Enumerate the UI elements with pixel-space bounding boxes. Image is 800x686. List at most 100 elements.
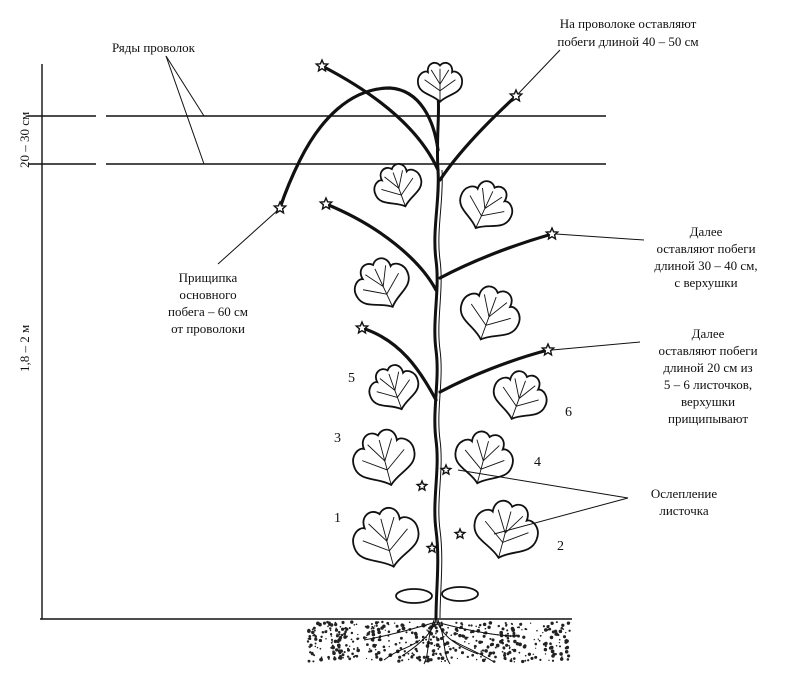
soil-grain [568, 629, 571, 632]
soil-grain [549, 642, 552, 646]
soil-grain [401, 659, 404, 662]
leaf-numbers: 1 2 3 4 5 6 [334, 371, 572, 554]
leaf-left-2 [353, 257, 410, 308]
soil-grain [539, 658, 542, 662]
soil-grain [370, 627, 373, 630]
soil-grain [427, 655, 430, 658]
soil-grain [388, 645, 390, 648]
soil-grain [376, 627, 381, 632]
leaf-upper-right-1 [459, 180, 514, 230]
soil-grain [527, 652, 532, 656]
soil-grain [346, 635, 348, 638]
soil-grain [410, 655, 414, 659]
leaf-vein-upper-right [382, 265, 387, 287]
soil-grain [497, 624, 500, 628]
soil-grain [512, 648, 517, 653]
soil-grain [468, 642, 470, 645]
label-mid-right-1: Далее [690, 224, 723, 239]
soil-grain [512, 631, 516, 635]
leaf-vein-upper-right [488, 302, 508, 318]
leaves [352, 61, 548, 568]
soil-grain [484, 627, 487, 630]
soil-grain [503, 653, 507, 657]
soil-grain [357, 633, 359, 636]
leaf-number-5: 5 [348, 371, 355, 386]
soil-grain [352, 655, 356, 658]
soil-grain [467, 636, 469, 639]
soil-grain [546, 628, 549, 631]
soil-grain [561, 655, 563, 657]
leaf-vein-upper-left [368, 523, 388, 542]
leaf-vein-left [381, 189, 402, 196]
soil-grain [345, 644, 348, 647]
soil-grain [445, 641, 450, 645]
soil-grain [419, 656, 421, 659]
soil-grain [455, 621, 458, 624]
soil-grain [564, 646, 568, 650]
soil-grain [314, 635, 317, 638]
soil-grain [435, 636, 438, 639]
soil-grain [405, 641, 407, 644]
shoot-upper-left [324, 202, 438, 292]
soil-grain [314, 645, 317, 648]
leaf-vein-right [516, 399, 539, 407]
soil-grain [428, 626, 432, 630]
soil-grain [484, 649, 488, 653]
soil-grain [491, 638, 495, 642]
leaf-vein-right [481, 211, 505, 217]
flowers [272, 58, 560, 554]
soil-grain [560, 656, 563, 659]
soil-grain [320, 635, 323, 639]
soil-grain [522, 635, 526, 639]
soil-grain [509, 652, 512, 654]
leaf-vein-left [362, 289, 387, 295]
soil-grain [414, 647, 418, 651]
soil-grain [567, 654, 571, 658]
flower-top-left [314, 58, 330, 73]
leaf-number-4: 4 [534, 455, 541, 470]
leaf-vein-upper-left [497, 509, 506, 534]
soil-grain [336, 633, 338, 635]
pointer-low-right [551, 341, 641, 351]
soil-grain [339, 657, 343, 660]
soil-grain [307, 637, 310, 640]
soil-grain [331, 641, 333, 643]
soil-grain [355, 623, 358, 626]
leaf-vein-left [464, 449, 482, 470]
soil-grain [377, 650, 381, 655]
soil-grain [387, 630, 391, 633]
soil-grain [313, 626, 316, 630]
leaf-vein-left [469, 195, 482, 217]
soil-grain [365, 625, 370, 629]
soil-grain [318, 638, 323, 643]
soil-grain [430, 641, 433, 645]
soil-grain [561, 623, 565, 627]
soil-grain [427, 630, 430, 633]
soil-grain [448, 645, 450, 648]
label-blind-2: листочка [659, 503, 709, 518]
soil-grain [362, 636, 366, 640]
soil-grain [548, 646, 553, 650]
soil-grain [353, 623, 356, 626]
soil-grain [460, 622, 463, 625]
soil-grain [329, 627, 332, 630]
soil-grain [349, 645, 351, 647]
soil-grain [475, 625, 477, 628]
label-mid-right-2: оставляют побеги [656, 241, 755, 256]
soil-grain [555, 645, 558, 647]
soil-grain [356, 648, 361, 653]
leaf-vein-main [511, 380, 526, 419]
soil-grain [326, 620, 329, 624]
soil-grain [482, 622, 487, 627]
soil-grain [524, 654, 527, 657]
soil-grain [340, 633, 344, 637]
soil-grain [510, 626, 515, 631]
soil-grain [398, 655, 402, 659]
soil-grain [495, 643, 500, 648]
soil-grain [312, 634, 314, 637]
soil-grain [348, 657, 352, 661]
label-pinch-1: Прищипка [179, 270, 238, 285]
soil-grain [414, 635, 419, 639]
cotyledon-right [441, 586, 479, 602]
soil-grain [378, 657, 383, 662]
